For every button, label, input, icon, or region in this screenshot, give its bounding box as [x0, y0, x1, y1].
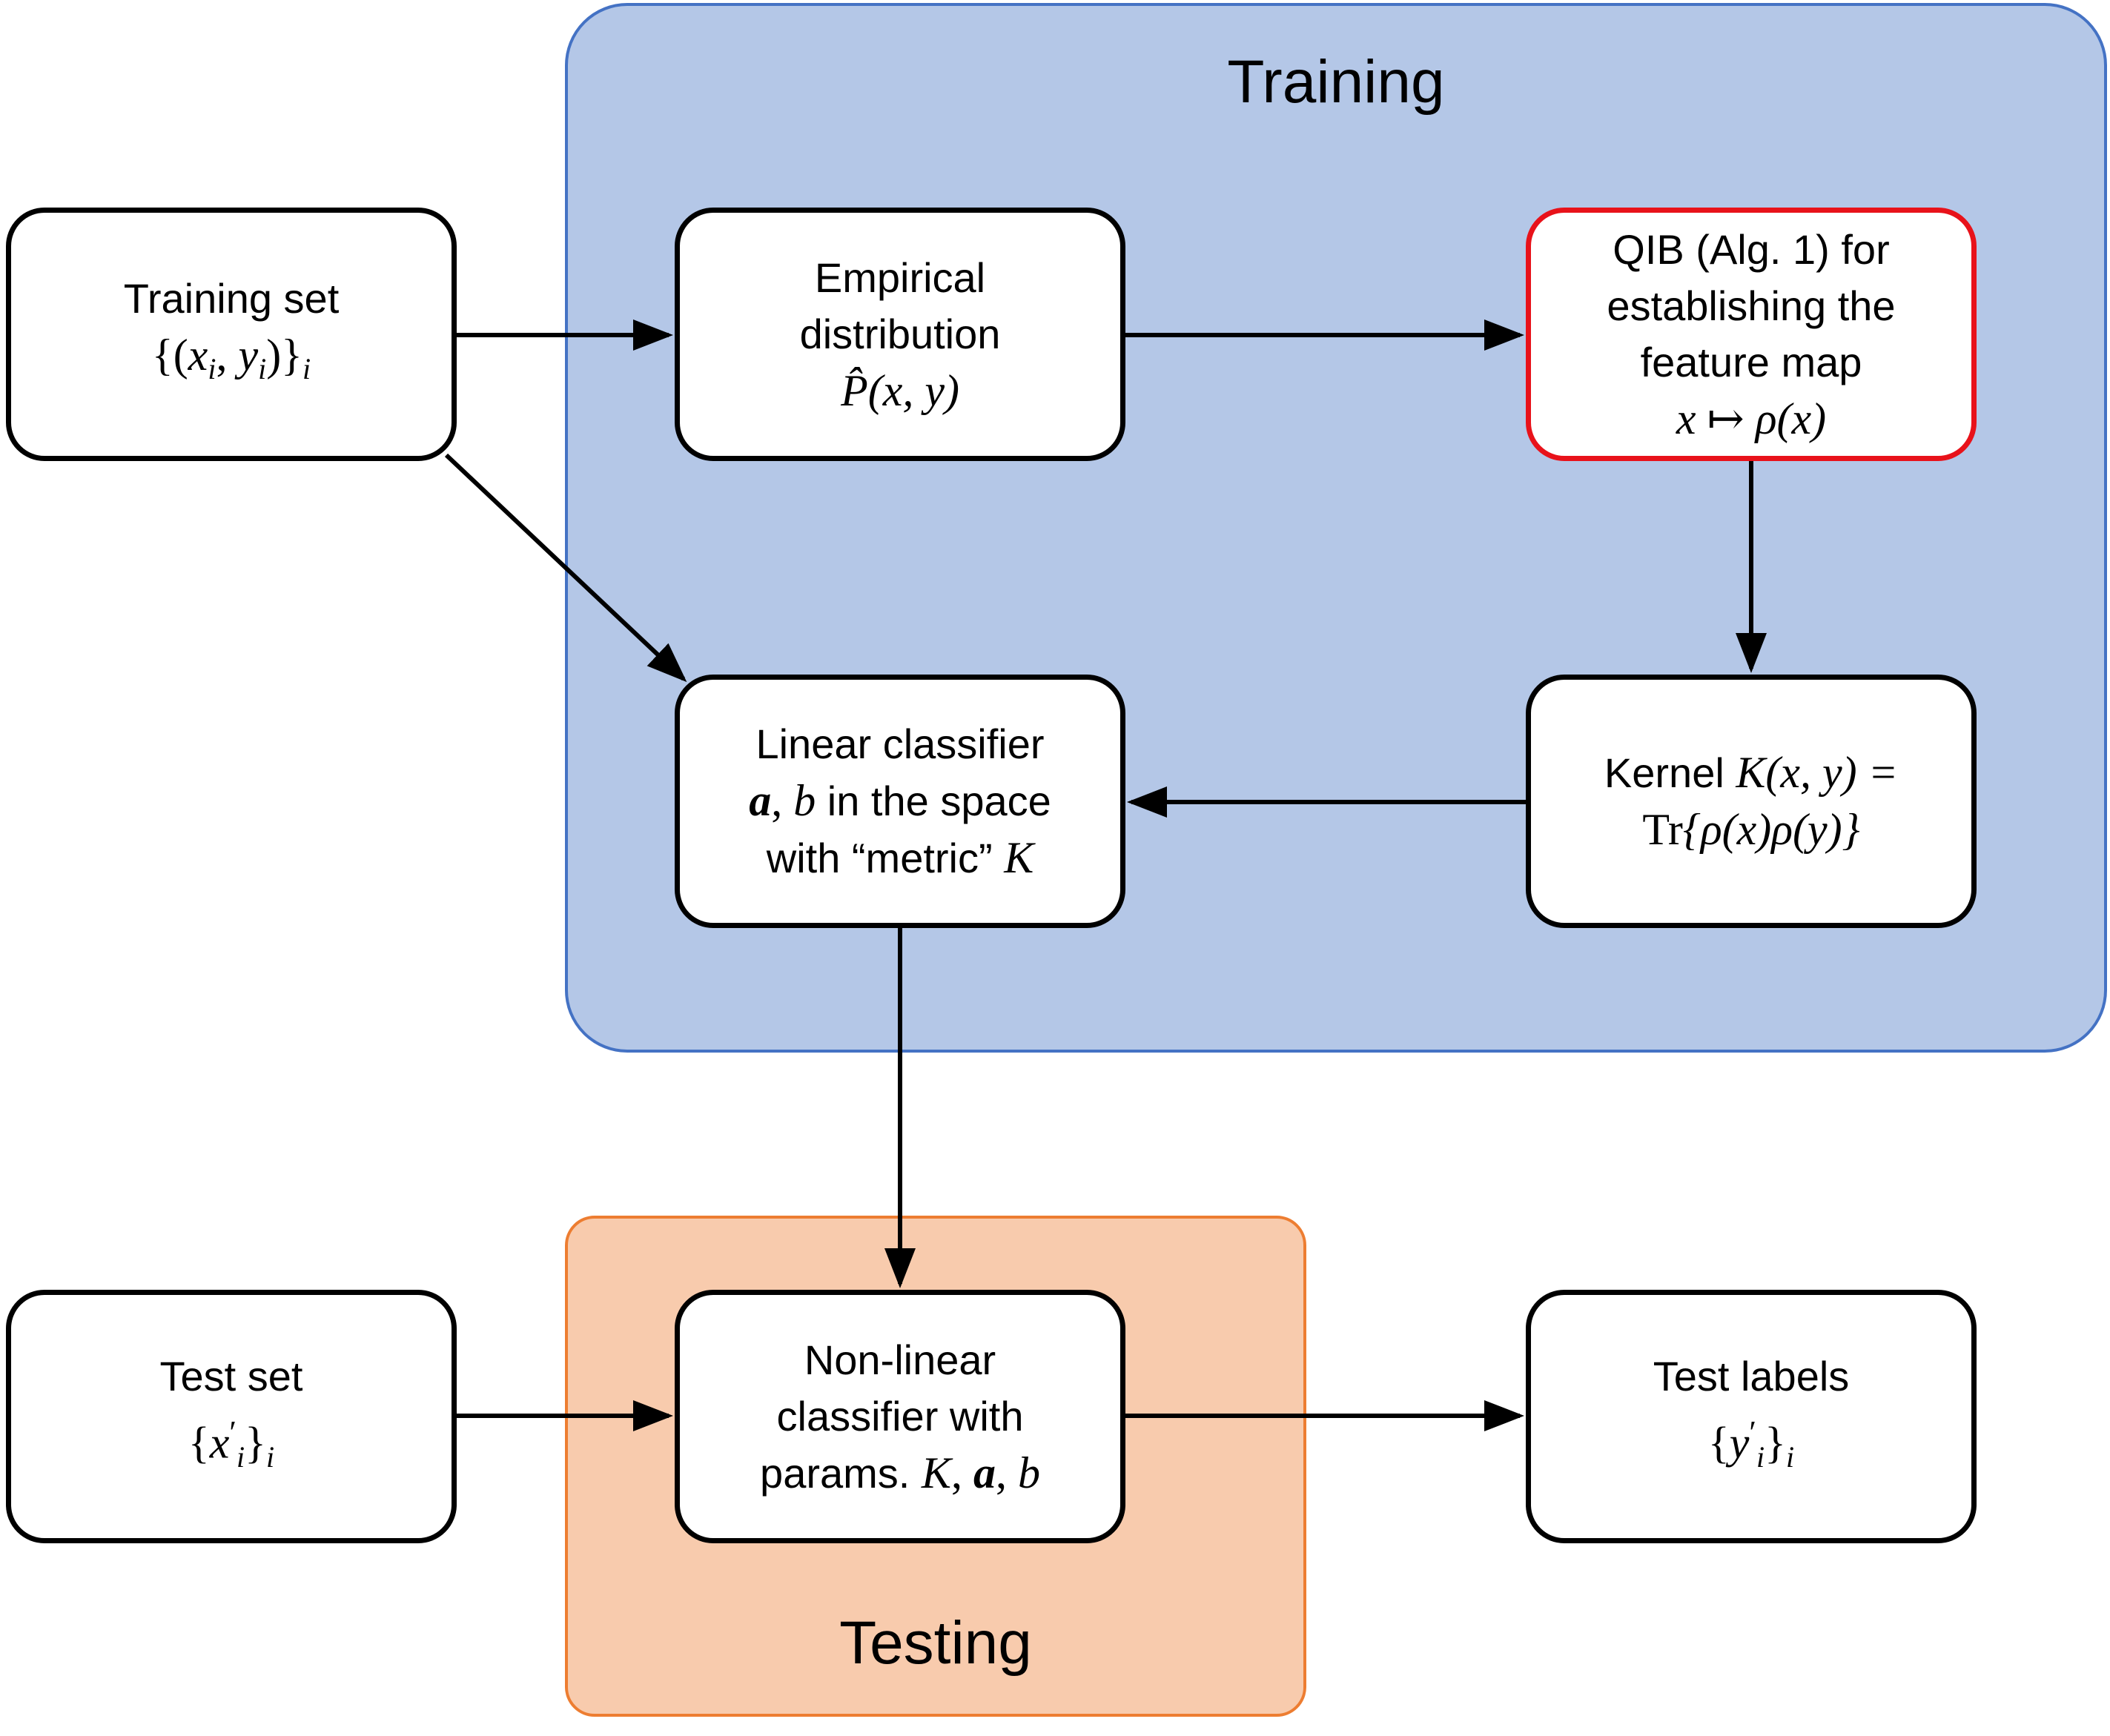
kernel-line1-text: Kernel — [1604, 749, 1736, 796]
kernel-line2-math: {ρ(x)ρ(y)} — [1682, 805, 1860, 854]
linear-line3: with “metric” K — [767, 829, 1033, 887]
linear-classifier-node: Linear classifier a, b in the space with… — [675, 675, 1125, 928]
empirical-math: P̂(x, y) — [841, 366, 959, 415]
linear-line3-text: with “metric” — [766, 835, 1005, 881]
training-set-label: Training set — [123, 275, 340, 322]
nonlinear-line3: params. K, a, b — [760, 1448, 1040, 1497]
qib-line3: feature map — [1640, 339, 1862, 385]
linear-line2-text: in the space — [816, 778, 1051, 824]
nonlinear-line2: classifier with — [776, 1392, 1024, 1440]
test-labels-node: Test labels {y′i}i — [1526, 1290, 1977, 1543]
training-set-math: {(xi, yi)}i — [151, 331, 311, 386]
qib-feature-map-node: QIB (Alg. 1) for establishing the featur… — [1526, 208, 1977, 461]
qib-line1: QIB (Alg. 1) for — [1613, 226, 1890, 273]
qib-math: x ↦ ρ(x) — [1676, 394, 1827, 443]
test-set-node: Test set {x′i}i — [6, 1290, 457, 1543]
linear-math-b: b — [793, 776, 816, 825]
empirical-distribution-node: Empirical distribution P̂(x, y) — [675, 208, 1125, 461]
kernel-line2: Tr{ρ(x)ρ(y)} — [1642, 801, 1859, 858]
kernel-line1-math: K(x, y) = — [1736, 748, 1899, 797]
testing-title: Testing — [839, 1609, 1032, 1677]
test-set-math: {x′i}i — [188, 1414, 275, 1474]
training-set-node: Training set {(xi, yi)}i — [6, 208, 457, 461]
linear-math-a: a — [749, 776, 772, 825]
nonlinear-math-a: a — [973, 1448, 996, 1497]
test-labels-label: Test labels — [1653, 1352, 1850, 1399]
test-labels-math: {y′i}i — [1707, 1414, 1795, 1474]
linear-line2: a, b in the space — [749, 776, 1051, 825]
kernel-line1: Kernel K(x, y) = — [1604, 744, 1898, 801]
nonlinear-math-b: b — [1017, 1448, 1040, 1497]
kernel-node: Kernel K(x, y) = Tr{ρ(x)ρ(y)} — [1526, 675, 1977, 928]
nonlinear-math-k: K — [921, 1448, 951, 1497]
qib-line2: establishing the — [1607, 282, 1896, 329]
empirical-line1: Empirical — [814, 254, 986, 301]
empirical-line2: distribution — [799, 311, 1001, 357]
kernel-trace: Tr — [1642, 805, 1683, 854]
test-set-label: Test set — [159, 1352, 303, 1399]
linear-line1: Linear classifier — [755, 720, 1045, 767]
nonlinear-classifier-node: Non-linear classifier with params. K, a,… — [675, 1290, 1125, 1543]
nonlinear-line1: Non-linear — [804, 1336, 996, 1383]
training-title: Training — [1227, 48, 1445, 116]
nonlinear-line3-text: params. — [760, 1449, 922, 1497]
linear-line3-math: K — [1004, 833, 1034, 882]
